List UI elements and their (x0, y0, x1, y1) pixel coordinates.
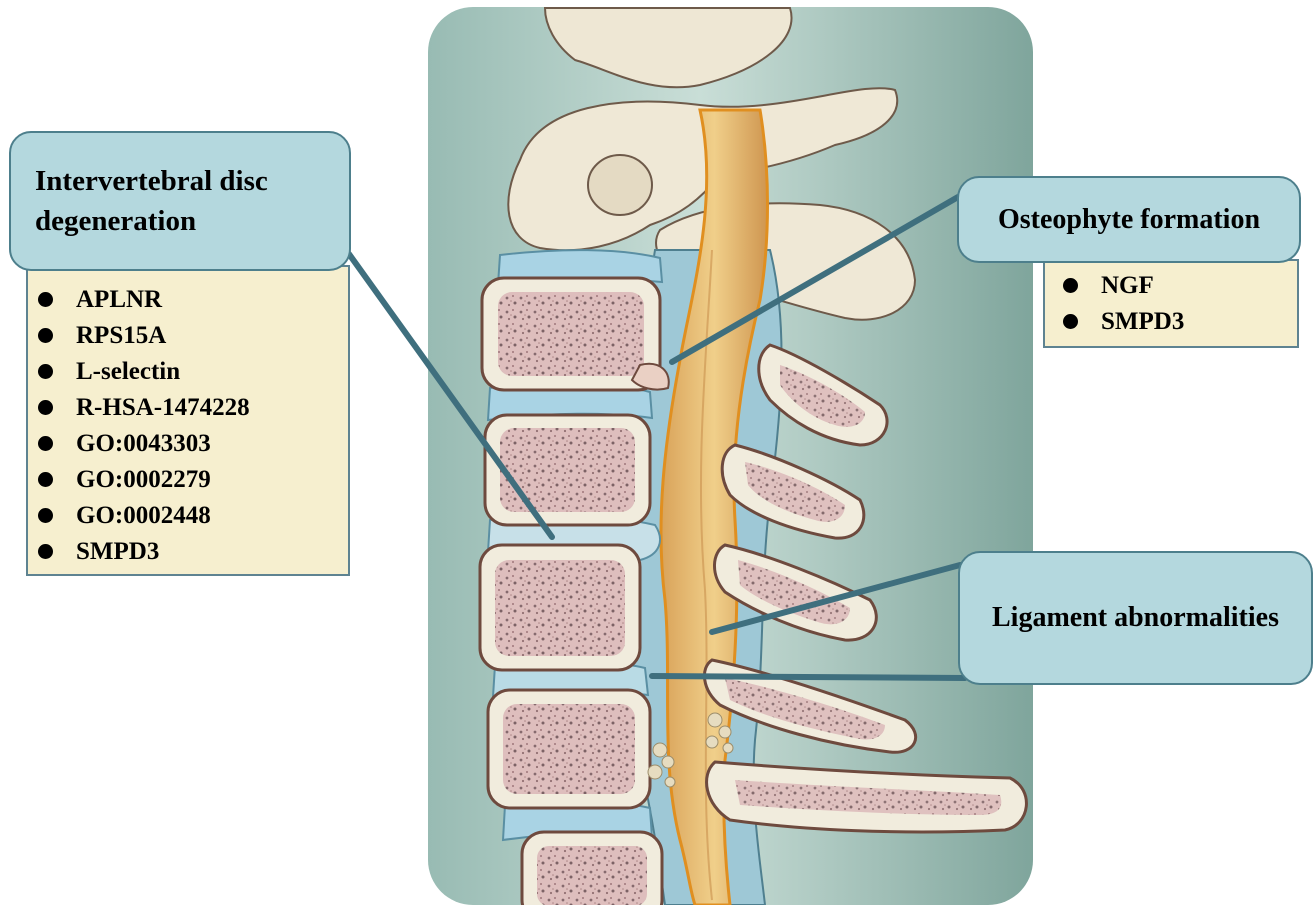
intervertebral-disc-list: APLNR RPS15A L-selectin R-HSA-1474228 GO… (26, 265, 350, 576)
list-item: GO:0002448 (28, 498, 348, 534)
list-item: L-selectin (28, 354, 348, 390)
list-item: GO:0043303 (28, 426, 348, 462)
list-item-text: SMPD3 (1101, 308, 1184, 335)
intervertebral-title-line1: Intervertebral disc (35, 161, 349, 201)
leader-line-ligament-lower (652, 676, 965, 678)
bullet-icon (38, 328, 53, 343)
list-item-text: L-selectin (76, 358, 180, 385)
list-item-text: RPS15A (76, 322, 166, 349)
list-item: APLNR (28, 282, 348, 318)
list-item-text: GO:0002448 (76, 502, 211, 529)
bullet-icon (38, 436, 53, 451)
list-item-text: APLNR (76, 286, 162, 313)
bullet-icon (38, 292, 53, 307)
bullet-icon (1063, 314, 1078, 329)
atlas-foramen (588, 155, 652, 215)
list-item: R-HSA-1474228 (28, 390, 348, 426)
list-item: NGF (1045, 268, 1297, 304)
ligament-title: Ligament abnormalities (992, 602, 1279, 633)
bullet-icon (38, 364, 53, 379)
bullet-icon (38, 508, 53, 523)
bullet-icon (1063, 278, 1078, 293)
bullet-icon (38, 472, 53, 487)
list-item: GO:0002279 (28, 462, 348, 498)
list-item: SMPD3 (1045, 304, 1297, 340)
list-item-text: GO:0043303 (76, 430, 211, 457)
list-item: RPS15A (28, 318, 348, 354)
bullet-icon (38, 544, 53, 559)
osteophyte-title: Osteophyte formation (998, 204, 1260, 235)
list-item-text: GO:0002279 (76, 466, 211, 493)
list-item-text: SMPD3 (76, 538, 159, 565)
osteophyte-callout: Osteophyte formation (957, 176, 1301, 263)
bullet-icon (38, 400, 53, 415)
list-item-text: NGF (1101, 272, 1154, 299)
osteophyte-list: NGF SMPD3 (1043, 259, 1299, 348)
list-item: SMPD3 (28, 534, 348, 570)
ligament-callout: Ligament abnormalities (958, 551, 1313, 685)
list-item-text: R-HSA-1474228 (76, 394, 250, 421)
intervertebral-title-line2: degeneration (35, 201, 349, 241)
intervertebral-disc-callout: Intervertebral disc degeneration (9, 131, 351, 271)
